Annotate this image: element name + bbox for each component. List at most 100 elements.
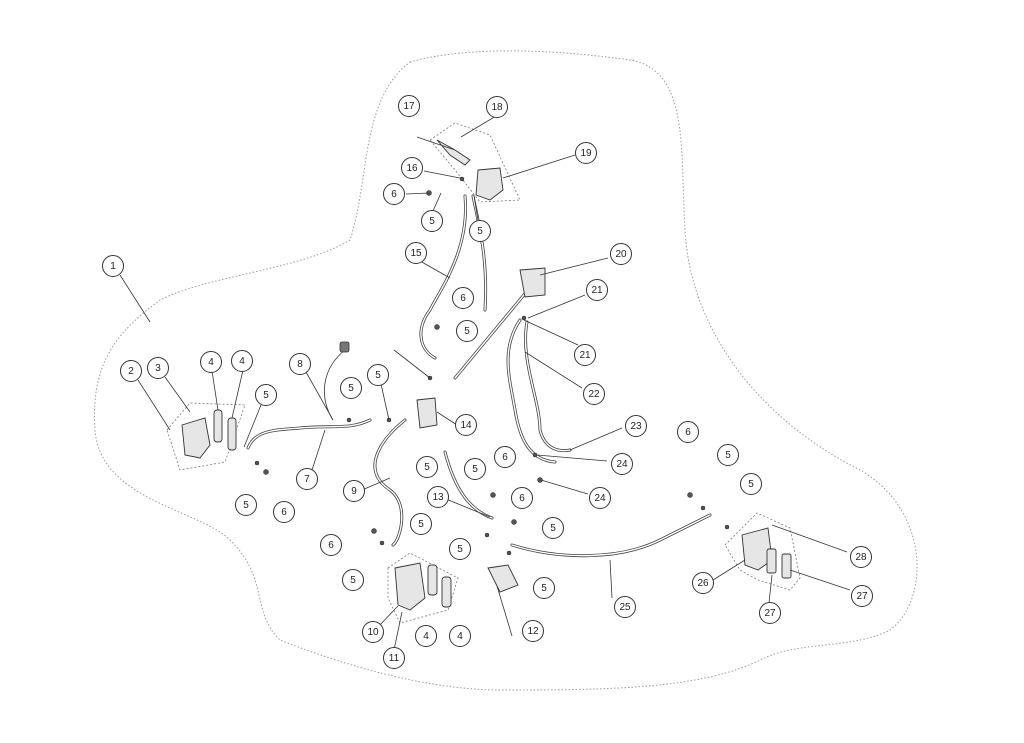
callout-label: 5 bbox=[350, 575, 356, 586]
callout-circle bbox=[427, 486, 449, 508]
callout-label: 5 bbox=[550, 523, 556, 534]
callout-circle bbox=[610, 243, 632, 265]
callout-label: 22 bbox=[588, 389, 600, 400]
callout-6: 6 bbox=[677, 421, 699, 443]
leader-lines bbox=[119, 115, 851, 651]
fitting-7 bbox=[254, 460, 260, 466]
fitting-12 bbox=[379, 540, 385, 546]
callout-circle bbox=[340, 377, 362, 399]
callout-4: 4 bbox=[200, 351, 222, 373]
callout-label: 6 bbox=[460, 293, 466, 304]
callout-5: 5 bbox=[449, 538, 471, 560]
fitting-11 bbox=[371, 528, 377, 534]
callout-label: 2 bbox=[128, 366, 134, 377]
callout-label: 6 bbox=[281, 507, 287, 518]
callout-circle bbox=[235, 494, 257, 516]
callout-5: 5 bbox=[340, 377, 362, 399]
callout-27: 27 bbox=[759, 602, 781, 624]
fitting-14 bbox=[700, 505, 706, 511]
callout-circle bbox=[455, 414, 477, 436]
callout-circle bbox=[421, 210, 443, 232]
callout-label: 13 bbox=[432, 492, 444, 503]
callout-label: 5 bbox=[375, 370, 381, 381]
callout-label: 23 bbox=[630, 421, 642, 432]
callout-label: 18 bbox=[491, 102, 503, 113]
callout-5: 5 bbox=[255, 384, 277, 406]
callout-circle bbox=[486, 96, 508, 118]
callout-circle bbox=[231, 350, 253, 372]
callout-label: 6 bbox=[391, 189, 397, 200]
callout-label: 5 bbox=[243, 500, 249, 511]
callout-label: 9 bbox=[351, 486, 357, 497]
callout-label: 28 bbox=[855, 552, 867, 563]
callout-24: 24 bbox=[589, 487, 611, 509]
callout-circle bbox=[415, 625, 437, 647]
callout-6: 6 bbox=[452, 287, 474, 309]
callout-label: 5 bbox=[263, 390, 269, 401]
brake-line-20-inner bbox=[454, 289, 529, 379]
callout-17: 17 bbox=[398, 95, 420, 117]
callout-circle bbox=[405, 242, 427, 264]
callout-label: 10 bbox=[367, 627, 379, 638]
callout-10: 10 bbox=[362, 621, 384, 643]
callout-circle bbox=[289, 353, 311, 375]
callout-6: 6 bbox=[511, 487, 533, 509]
brake-hose-upper-right-inner bbox=[472, 195, 487, 311]
callout-label: 6 bbox=[328, 540, 334, 551]
fitting-16 bbox=[537, 477, 543, 483]
callout-5: 5 bbox=[416, 456, 438, 478]
callout-circle bbox=[273, 501, 295, 523]
front-right-pad-b bbox=[441, 576, 452, 608]
fitting-5 bbox=[346, 417, 352, 423]
callout-label: 5 bbox=[477, 226, 483, 237]
front-left-caliper bbox=[181, 417, 211, 459]
callout-circle bbox=[410, 513, 432, 535]
vehicle-outline bbox=[93, 50, 918, 691]
callout-circle bbox=[542, 517, 564, 539]
callout-6: 6 bbox=[320, 534, 342, 556]
callout-label: 5 bbox=[725, 450, 731, 461]
callout-circle bbox=[147, 357, 169, 379]
callout-5: 5 bbox=[469, 220, 491, 242]
front-left-pad-a bbox=[213, 409, 223, 443]
callout-6: 6 bbox=[494, 446, 516, 468]
callout-16: 16 bbox=[401, 157, 423, 179]
fitting-13 bbox=[687, 492, 693, 498]
callout-15: 15 bbox=[405, 242, 427, 264]
callout-28: 28 bbox=[850, 546, 872, 568]
brake-line-25 bbox=[510, 513, 712, 558]
callout-circle bbox=[255, 384, 277, 406]
callout-label: 25 bbox=[619, 602, 631, 613]
callout-circle bbox=[740, 473, 762, 495]
front-left-pad-b bbox=[227, 417, 237, 451]
rear-pad-a bbox=[766, 548, 777, 574]
callout-label: 5 bbox=[348, 383, 354, 394]
callout-23: 23 bbox=[625, 415, 647, 437]
callout-circle bbox=[383, 183, 405, 205]
callout-circle bbox=[851, 585, 873, 607]
callout-label: 20 bbox=[615, 249, 627, 260]
callout-circle bbox=[469, 220, 491, 242]
callout-circle bbox=[464, 458, 486, 480]
callout-circle bbox=[416, 456, 438, 478]
callout-label: 1 bbox=[110, 261, 116, 272]
callout-5: 5 bbox=[542, 517, 564, 539]
callout-label: 11 bbox=[389, 653, 400, 664]
fitting-20 bbox=[484, 532, 490, 538]
callout-circle bbox=[343, 480, 365, 502]
callout-label: 27 bbox=[764, 608, 776, 619]
callout-5: 5 bbox=[235, 494, 257, 516]
reservoir-20 bbox=[519, 267, 546, 298]
callout-circle bbox=[625, 415, 647, 437]
group-box-master-cylinder bbox=[429, 122, 521, 203]
callout-21: 21 bbox=[586, 279, 608, 301]
group-box-rear-caliper bbox=[724, 512, 801, 591]
callout-circle bbox=[494, 446, 516, 468]
callout-9: 9 bbox=[343, 480, 365, 502]
callout-3: 3 bbox=[147, 357, 169, 379]
brake-hose-22-inner bbox=[507, 319, 556, 463]
callout-5: 5 bbox=[533, 577, 555, 599]
callout-1: 1 bbox=[102, 255, 124, 277]
fitting-2 bbox=[459, 176, 465, 182]
callout-25: 25 bbox=[614, 596, 636, 618]
